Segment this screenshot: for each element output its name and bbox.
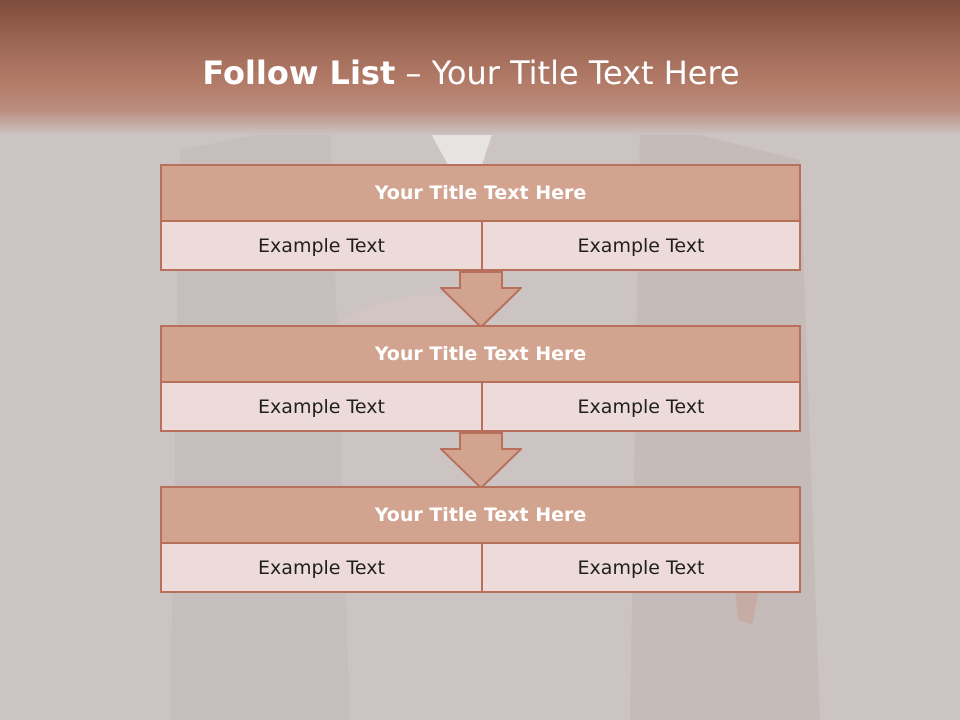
down-arrow-icon (440, 432, 522, 490)
list-block-right-text: Example Text (577, 556, 705, 579)
list-block-title: Your Title Text Here (162, 166, 799, 222)
list-block-3: Your Title Text Here Example Text Exampl… (160, 486, 801, 593)
list-block-title: Your Title Text Here (162, 327, 799, 383)
slide-header-band (0, 0, 960, 135)
slide-title-separator: – (395, 54, 432, 92)
list-block-title: Your Title Text Here (162, 488, 799, 544)
list-block-left-text: Example Text (162, 544, 483, 591)
slide-title-rest: Your Title Text Here (431, 54, 740, 92)
list-block-1: Your Title Text Here Example Text Exampl… (160, 164, 801, 271)
slide-title-bold: Follow List (202, 54, 396, 92)
list-block-2: Your Title Text Here Example Text Exampl… (160, 325, 801, 432)
list-block-right-text: Example Text (577, 395, 705, 418)
list-block-left-text: Example Text (162, 222, 483, 269)
slide-title: Follow List – Your Title Text Here (0, 54, 942, 92)
list-block-left-text: Example Text (162, 383, 483, 430)
list-block-right-text: Example Text (577, 234, 705, 257)
down-arrow-icon (440, 271, 522, 329)
